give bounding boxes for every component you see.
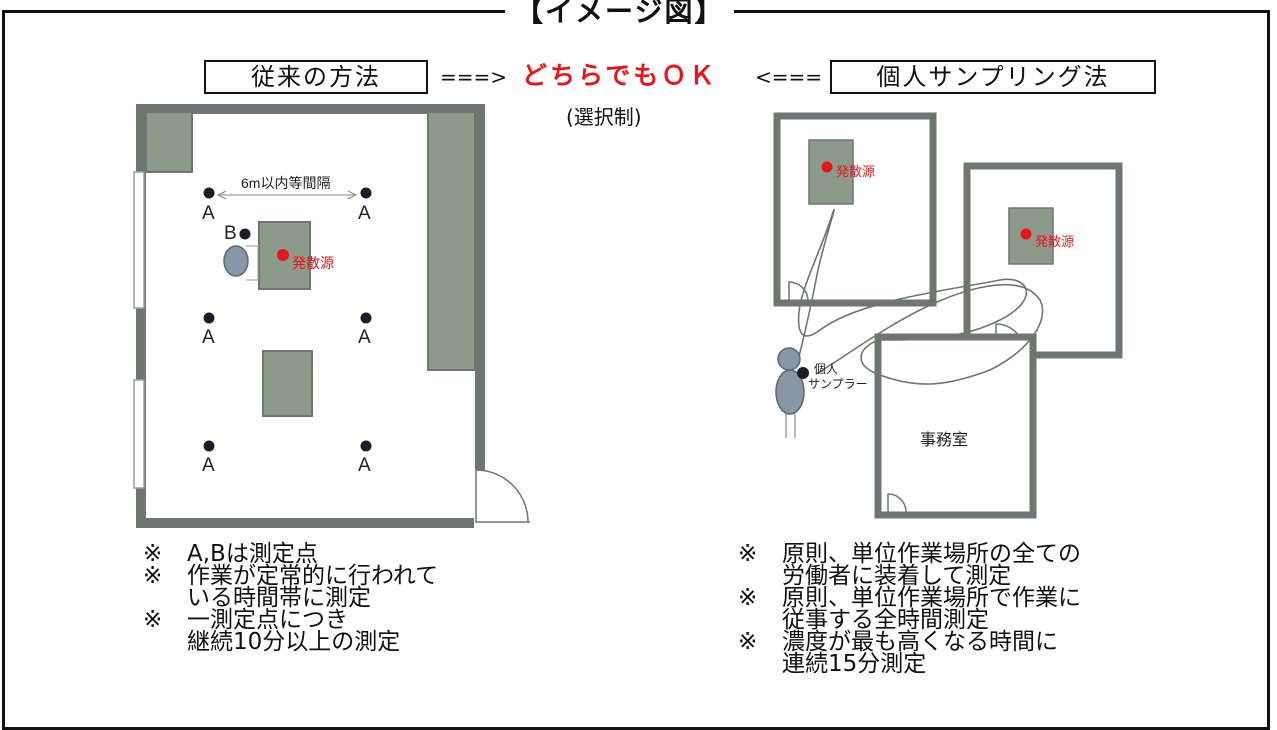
machine-block [262,350,313,417]
corner-block [145,111,193,173]
note-item: ※ 濃度が最も高くなる時間に 連続15分測定 [738,629,1081,677]
left-door-swing [475,469,529,523]
conventional-method-label: 従来の方法 [204,60,428,94]
measurement-point-a [203,187,215,199]
point-a-label: A [358,327,371,348]
note-item: ※ 一測定点につき 継続10分以上の測定 [143,607,438,655]
note-mark: ※ [143,541,163,567]
conventional-notes: ※ A,Bは測定点 ※ 作業が定常的に行われて いる時間帯に測定 ※ 一測定点に… [143,541,439,655]
measurement-point-b [239,228,251,240]
room1-source-dot [821,161,833,173]
note-mark: ※ [738,585,758,611]
worker-figure [223,245,249,277]
floor-plan-diagram: 6m以内等間隔 A A A A A A B 発散源 発散源 発散源 [133,104,1123,528]
note-mark: ※ [143,607,163,633]
personal-sampler-dot [797,367,809,379]
point-a-label: A [358,203,371,224]
point-a-label: A [202,203,215,224]
source-label: 発散源 [292,255,334,271]
left-door-gap [474,470,486,528]
point-a-label: A [202,327,215,348]
note-text: 作業が定常的に行われて いる時間帯に測定 [187,563,439,611]
selection-note: (選択制) [566,105,642,129]
note-text: 原則、単位作業場所の全ての 労働者に装着して測定 [782,541,1081,589]
left-floor-plan: 6m以内等間隔 A A A A A A B 発散源 [133,104,530,528]
emission-source-dot [277,249,289,261]
right-shelf-block [427,111,476,371]
room1-source-label: 発散源 [836,164,875,179]
work-room-1 [773,112,937,307]
distance-label: 6m以内等間隔 [241,175,330,191]
right-floor-plan: 発散源 発散源 事務室 個人 サンプラー [773,112,1123,519]
worker-head [777,347,801,371]
room2-source-dot [1020,228,1032,240]
measurement-point-a [360,440,372,452]
note-mark: ※ [738,541,758,567]
page-title: 【イメージ図】 [505,0,735,29]
measurement-point-a [203,440,215,452]
note-item: ※ 作業が定常的に行われて いる時間帯に測定 [143,563,439,611]
note-text: A,Bは測定点 [187,541,318,567]
left-window-2 [133,379,145,489]
note-text: 原則、単位作業場所で作業に 従事する全時間測定 [782,585,1081,633]
note-item: ※ 原則、単位作業場所の全ての 労働者に装着して測定 [738,541,1081,589]
arrow-right: ===> [440,65,508,89]
left-room-wall [136,104,485,528]
point-a-label: A [358,455,371,476]
room2-source-label: 発散源 [1035,234,1074,249]
personal-sampling-notes: ※ 原則、単位作業場所の全ての 労働者に装着して測定 ※ 原則、単位作業場所で作… [738,541,1081,677]
measurement-point-a [203,312,215,324]
note-item: ※ 原則、単位作業場所で作業に 従事する全時間測定 [738,585,1081,633]
point-b-label: B [224,223,237,244]
left-window-1 [133,171,145,309]
measurement-point-a [360,187,372,199]
measurement-point-a [360,312,372,324]
note-mark: ※ [143,563,163,589]
arrow-left: <=== [755,65,823,89]
point-a-label: A [202,455,215,476]
note-text: 一測定点につき 継続10分以上の測定 [187,607,401,655]
either-ok-label: どちらでもＯＫ [522,61,718,90]
work-room-1-source [808,139,854,205]
note-mark: ※ [738,629,758,655]
office-label: 事務室 [920,431,968,449]
sampler-label-line2: サンプラー [808,377,868,391]
note-item: ※ A,Bは測定点 [143,541,438,567]
office-room [874,333,1037,519]
worker-body [775,369,805,415]
personal-sampling-label: 個人サンプリング法 [830,60,1156,94]
worker-movement-path [795,208,1044,385]
note-text: 濃度が最も高くなる時間に 連続15分測定 [782,629,1058,677]
sampler-label-line1: 個人 [814,362,838,376]
